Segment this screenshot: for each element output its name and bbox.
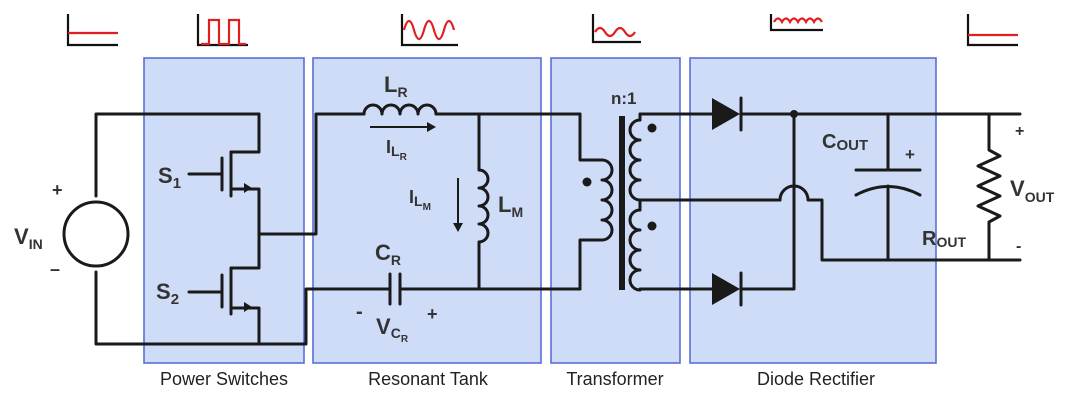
- sine-wave-icon: [400, 14, 458, 47]
- vcr-plus-sign: +: [427, 304, 438, 324]
- s2-label: S2: [156, 279, 179, 308]
- cout-label: COUT: [822, 131, 868, 154]
- switch-node-wire: [257, 112, 366, 236]
- dc-output-waveform-icon: [966, 14, 1018, 47]
- ilm-label: ILM: [409, 187, 431, 213]
- stage-label-transformer: Transformer: [566, 369, 663, 389]
- stage-label-diode-rectifier: Diode Rectifier: [757, 369, 875, 389]
- ilm-current-arrow: [453, 178, 463, 232]
- lr-label: LR: [384, 72, 408, 100]
- rout-label: ROUT: [922, 228, 966, 250]
- small-sine-wave-icon: [591, 14, 641, 44]
- vin-plus-sign: +: [52, 180, 63, 200]
- transformer-primary-winding: [578, 112, 614, 291]
- vin-minus-sign: –: [50, 259, 60, 279]
- resonant-tank-box: [312, 57, 542, 364]
- diode-rectifier-box: [689, 57, 937, 364]
- vcr-label: VCR: [376, 314, 409, 345]
- return-wire: [257, 287, 380, 346]
- transformer-core: [619, 116, 625, 290]
- lower-diode: [712, 112, 796, 307]
- stage-label-power-switches: Power Switches: [160, 369, 288, 389]
- center-tap-return: [778, 184, 1022, 262]
- s1-label: S1: [158, 163, 181, 192]
- vout-minus-sign: -: [1016, 238, 1021, 255]
- output-junction: [790, 110, 798, 118]
- ilr-label: ILR: [386, 137, 408, 163]
- transformer-box: [550, 57, 681, 364]
- vout-plus-sign: +: [1015, 123, 1024, 140]
- ilr-current-arrow: [370, 122, 436, 132]
- cr-capacitor: [376, 272, 582, 306]
- vout-label: VOUT: [1010, 176, 1055, 205]
- input-voltage-source: [62, 112, 261, 346]
- vcr-minus-sign: -: [356, 301, 363, 323]
- lm-inductor: [477, 112, 490, 291]
- upper-diode: [712, 96, 1022, 132]
- dc-input-waveform-icon: [66, 14, 118, 47]
- power-switches-box: [143, 57, 305, 364]
- turns-ratio-label: n:1: [611, 89, 637, 108]
- lr-inductor: [362, 103, 582, 116]
- cout-plus-sign: +: [905, 145, 915, 164]
- lm-label: LM: [498, 192, 523, 220]
- cout-capacitor: [854, 112, 922, 262]
- s2-mosfet: [187, 232, 261, 346]
- rectified-ripple-icon: [769, 14, 823, 32]
- stage-label-resonant-tank: Resonant Tank: [368, 369, 489, 389]
- rout-resistor: [976, 112, 1002, 262]
- cr-label: CR: [375, 240, 401, 268]
- square-wave-icon: [196, 14, 248, 47]
- transformer-secondary-winding: [628, 112, 782, 292]
- s1-mosfet: [187, 112, 261, 236]
- vin-label: VIN: [14, 224, 43, 252]
